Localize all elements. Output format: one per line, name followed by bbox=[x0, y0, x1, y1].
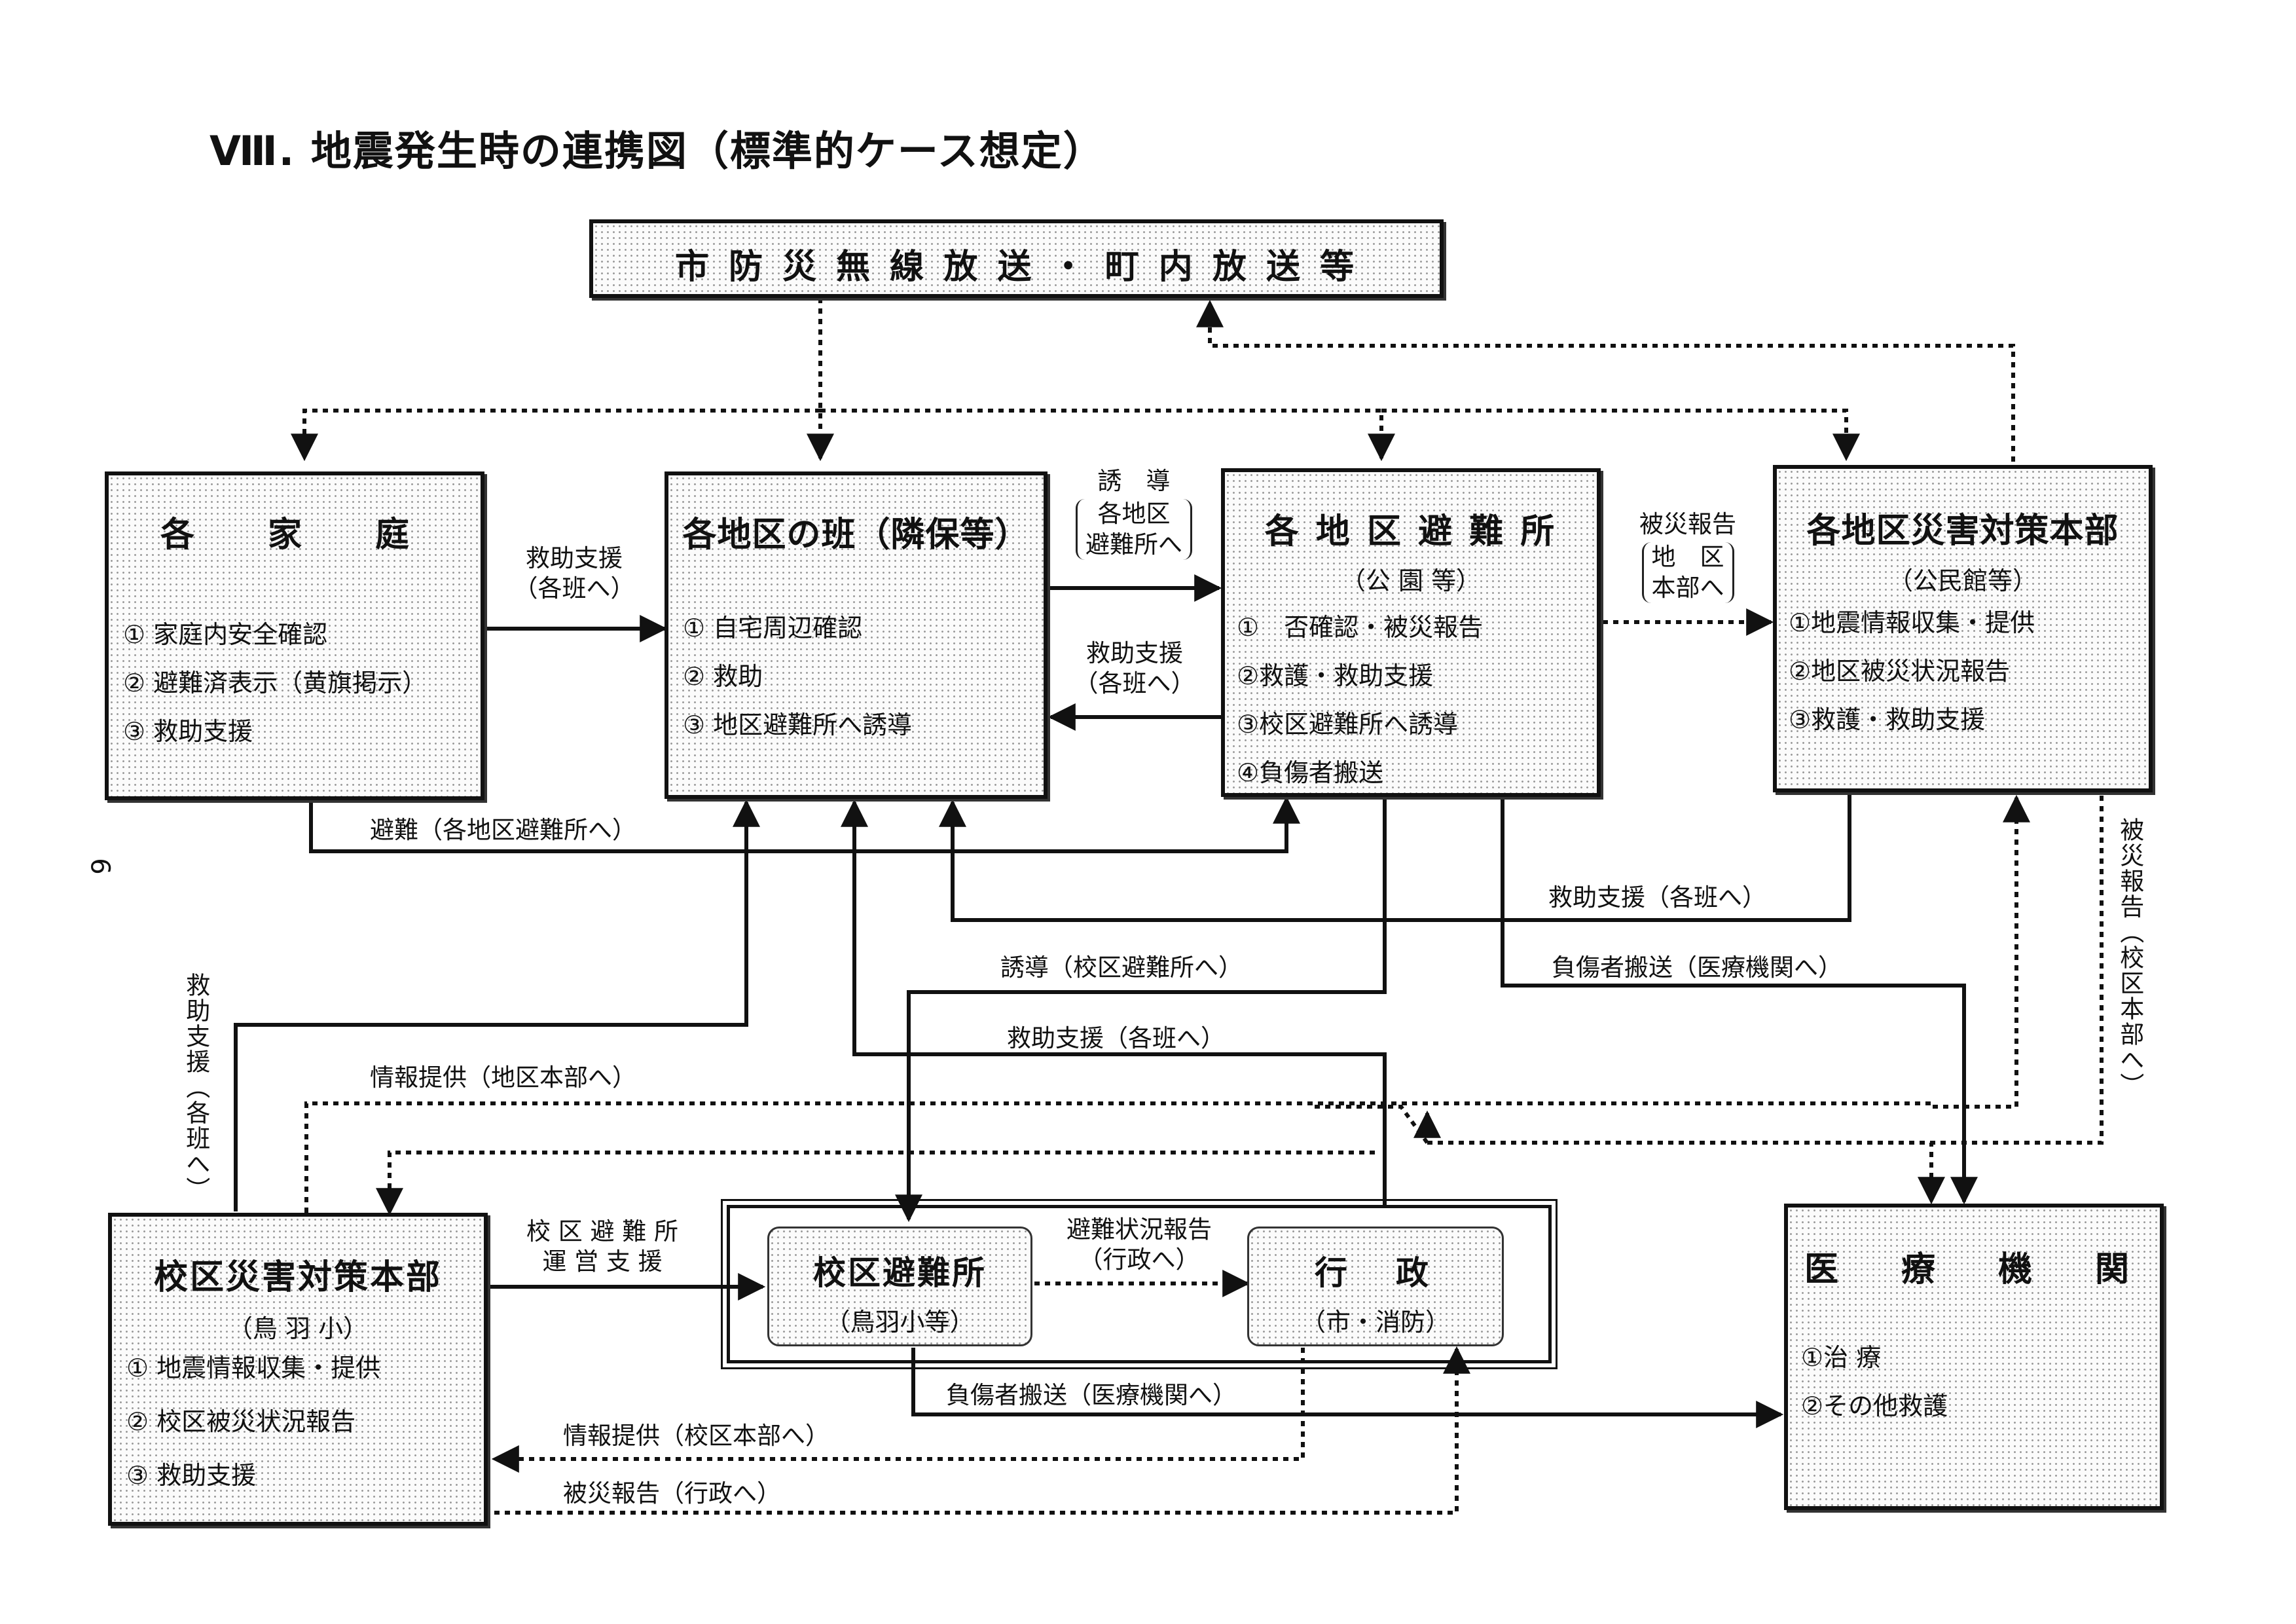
list-item: ②救護・救助支援 bbox=[1237, 661, 1434, 690]
hq-rescue-line bbox=[939, 792, 1851, 922]
info-school-line bbox=[491, 1348, 1305, 1473]
hq-to-broadcast-line bbox=[1196, 299, 2015, 462]
group-to-shelter-label: 誘 導 各地区 避難所へ bbox=[1055, 466, 1212, 560]
list-item: ①地震情報収集・提供 bbox=[1789, 608, 2035, 637]
district-hq-box: 各地区災害対策本部 （公民館等） ①地震情報収集・提供 ②地区被災状況報告 ③救… bbox=[1773, 465, 2153, 792]
household-items: ① 家庭内安全確認 ② 避難済表示（黄旗掲示） ③ 救助支援 bbox=[123, 610, 474, 756]
school-shelter-box: 校区避難所 （鳥羽小等） bbox=[767, 1227, 1032, 1346]
rescue-groups-line bbox=[841, 799, 1387, 1205]
rescue-groups-label: 救助支援（各班へ） bbox=[1007, 1024, 1225, 1052]
damage-admin-line bbox=[494, 1346, 1470, 1515]
administration-title: 行 政 bbox=[1315, 1254, 1436, 1292]
school-shelter-subtitle: （鳥羽小等） bbox=[825, 1308, 975, 1337]
evac-status-label: 避難状況報告 （行政へ） bbox=[1066, 1215, 1212, 1274]
district-group-items: ① 自宅周辺確認 ② 救助 ③ 地区避難所へ誘導 bbox=[683, 604, 1037, 749]
household-box: 各 家 庭 ① 家庭内安全確認 ② 避難済表示（黄旗掲示） ③ 救助支援 bbox=[105, 471, 484, 800]
shelter-to-group-label: 救助支援 （各班へ） bbox=[1074, 639, 1195, 698]
shelter-admin-frame bbox=[721, 1199, 1558, 1369]
injured-medical-top-line bbox=[1501, 798, 1978, 1205]
school-support-label: 校 区 避 難 所 運 営 支 援 bbox=[526, 1217, 679, 1276]
school-hq-rescue-vertical-label: 救助支援（各班へ） bbox=[181, 972, 210, 1202]
broadcast-to-shelter-line bbox=[820, 409, 1395, 462]
list-item: ③ 救助支援 bbox=[126, 1461, 257, 1490]
list-item: ② 救助 bbox=[683, 662, 763, 691]
district-group-box: 各地区の班（隣保等） ① 自宅周辺確認 ② 救助 ③ 地区避難所へ誘導 bbox=[665, 471, 1048, 799]
info-district-line bbox=[304, 794, 2030, 1213]
medical-items: ①治 療 ②その他救護 bbox=[1801, 1333, 2153, 1430]
broadcast-title: 市 防 災 無 線 放 送 ・ 町 内 放 送 等 bbox=[674, 248, 1358, 287]
info-district-label: 情報提供（地区本部へ） bbox=[370, 1063, 636, 1092]
group-to-shelter-bracket: 各地区 避難所へ bbox=[1076, 499, 1192, 560]
shelter-to-hq-bracket: 地 区 本部へ bbox=[1641, 542, 1734, 603]
list-item: ②地区被災状況報告 bbox=[1789, 657, 2011, 686]
broadcast-to-household-line bbox=[291, 409, 820, 462]
list-item: ① 地震情報収集・提供 bbox=[126, 1354, 381, 1382]
school-hq-box: 校区災害対策本部 （鳥 羽 小） ① 地震情報収集・提供 ② 校区被災状況報告 … bbox=[108, 1213, 488, 1526]
injured-medical-bottom-line bbox=[911, 1348, 1784, 1428]
medical-info-line bbox=[1309, 1105, 1429, 1144]
injured-medical-bottom-label: 負傷者搬送（医療機関へ） bbox=[946, 1381, 1237, 1409]
district-shelter-title: 各 地 区 避 難 所 bbox=[1264, 512, 1558, 551]
school-hq-subtitle: （鳥 羽 小） bbox=[227, 1314, 369, 1343]
medical-title: 医 療 機 関 bbox=[1804, 1250, 2143, 1289]
school-shelter-title: 校区避難所 bbox=[813, 1254, 987, 1292]
evacuation-label: 避難（各地区避難所へ） bbox=[370, 816, 636, 844]
list-item: ① 否確認・被災報告 bbox=[1237, 613, 1484, 642]
district-hq-subtitle: （公民館等） bbox=[1887, 566, 2037, 595]
district-shelter-subtitle: （公 園 等） bbox=[1340, 566, 1482, 595]
district-hq-items: ①地震情報収集・提供 ②地区被災状況報告 ③救護・救助支援 bbox=[1789, 599, 2142, 744]
damage-admin-label: 被災報告（行政へ） bbox=[563, 1479, 781, 1507]
household-title: 各 家 庭 bbox=[160, 515, 429, 555]
page-title: Ⅷ. 地震発生時の連携図（標準的ケース想定） bbox=[210, 127, 1105, 175]
list-item: ③ 救助支援 bbox=[123, 717, 253, 746]
evacuation-line bbox=[309, 796, 1300, 853]
list-item: ② 校区被災状況報告 bbox=[126, 1407, 356, 1436]
list-item: ① 家庭内安全確認 bbox=[123, 620, 328, 649]
broadcast-box: 市 防 災 無 線 放 送 ・ 町 内 放 送 等 bbox=[589, 219, 1444, 298]
damage-report-vertical-label: 被災報告（校区本部へ） bbox=[2115, 817, 2144, 1098]
list-item: ③校区避難所へ誘導 bbox=[1237, 710, 1459, 739]
broadcast-to-hq-line bbox=[1381, 409, 1860, 462]
medical-dotted-line bbox=[1427, 1141, 1945, 1205]
administration-subtitle: （市・消防） bbox=[1300, 1308, 1450, 1337]
district-group-title: 各地区の班（隣保等） bbox=[682, 515, 1030, 555]
district-hq-title: 各地区災害対策本部 bbox=[1806, 511, 2119, 551]
school-hq-items: ① 地震情報収集・提供 ② 校区被災状況報告 ③ 救助支援 bbox=[126, 1341, 477, 1502]
medical-box: 医 療 機 関 ①治 療 ②その他救護 bbox=[1784, 1204, 2164, 1510]
list-item: ④負傷者搬送 bbox=[1237, 758, 1384, 787]
injured-medical-top-label: 負傷者搬送（医療機関へ） bbox=[1552, 953, 1842, 982]
list-item: ③救護・救助支援 bbox=[1789, 705, 1986, 734]
guide-school-label: 誘導（校区避難所へ） bbox=[1000, 953, 1243, 982]
list-item: ① 自宅周辺確認 bbox=[683, 614, 863, 642]
info-district-branch bbox=[376, 1151, 1375, 1216]
list-item: ①治 療 bbox=[1801, 1343, 1882, 1372]
list-item: ③ 地区避難所へ誘導 bbox=[683, 710, 913, 739]
list-item: ② 避難済表示（黄旗掲示） bbox=[123, 669, 428, 697]
info-school-label: 情報提供（校区本部へ） bbox=[563, 1422, 829, 1450]
district-shelter-box: 各 地 区 避 難 所 （公 園 等） ① 否確認・被災報告 ②救護・救助支援 … bbox=[1221, 468, 1601, 797]
district-shelter-items: ① 否確認・被災報告 ②救護・救助支援 ③校区避難所へ誘導 ④負傷者搬送 bbox=[1237, 603, 1590, 797]
guide-school-line bbox=[895, 798, 1387, 1223]
shelter-to-hq-label: 被災報告 地 区 本部へ bbox=[1609, 509, 1766, 603]
household-to-group-label: 救助支援 （各班へ） bbox=[513, 544, 635, 603]
list-item: ②その他救護 bbox=[1801, 1392, 1948, 1420]
school-hq-title: 校区災害対策本部 bbox=[153, 1258, 442, 1297]
hq-rescue-label: 救助支援（各班へ） bbox=[1548, 883, 1766, 912]
administration-box: 行 政 （市・消防） bbox=[1247, 1227, 1504, 1346]
school-hq-rescue-line bbox=[234, 799, 760, 1211]
